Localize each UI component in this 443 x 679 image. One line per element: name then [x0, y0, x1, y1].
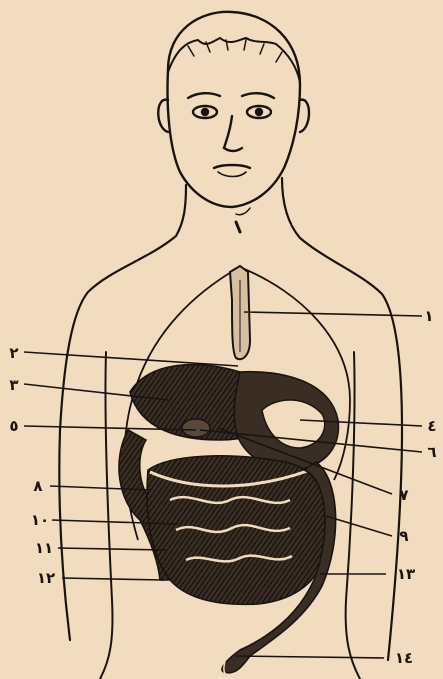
abdominal-organs — [119, 365, 339, 674]
label-3: ٣ — [9, 376, 18, 394]
label-7: ٧ — [399, 486, 408, 504]
leader-14 — [236, 656, 384, 658]
leader-11 — [58, 548, 166, 550]
label-8: ٨ — [33, 477, 42, 495]
leader-2 — [24, 352, 238, 366]
label-5: ٥ — [9, 417, 18, 435]
label-11: ١١ — [35, 539, 53, 557]
head — [158, 12, 309, 207]
label-6: ٦ — [427, 443, 436, 461]
label-12: ١٢ — [37, 569, 55, 587]
label-9: ٩ — [399, 527, 408, 545]
leader-12 — [62, 578, 164, 580]
label-14: ١٤ — [395, 649, 413, 667]
label-4: ٤ — [427, 417, 436, 435]
label-2: ٢ — [9, 344, 18, 362]
label-10: ١٠ — [31, 511, 49, 529]
label-1: ١ — [424, 307, 433, 325]
leader-1 — [244, 312, 422, 316]
label-13: ١٣ — [397, 565, 415, 583]
